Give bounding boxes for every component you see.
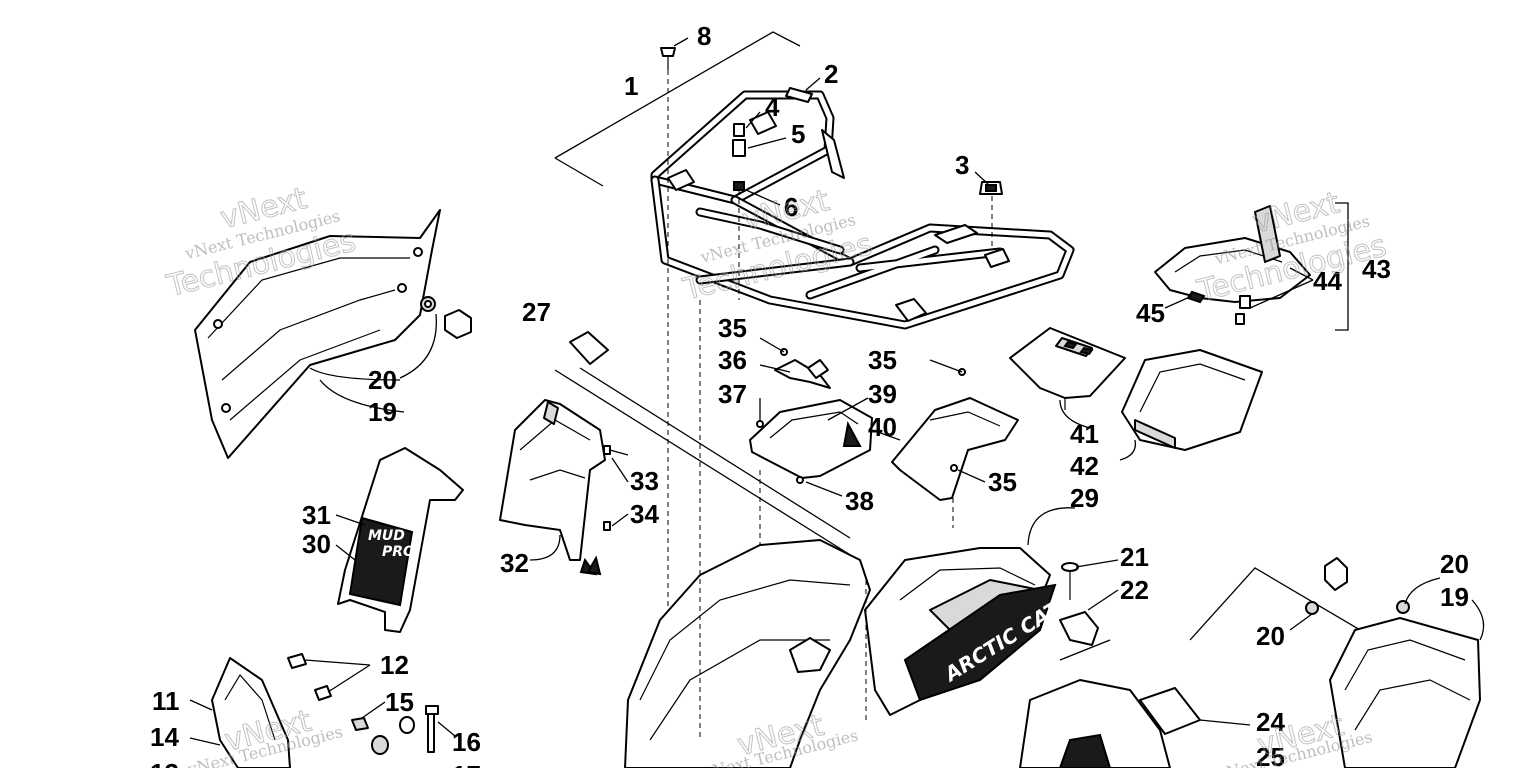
left-side-panel [194, 209, 472, 459]
callout-42: 42 [1070, 451, 1099, 481]
callout-27: 27 [522, 297, 551, 327]
storage-compartment [1009, 327, 1263, 451]
callout-6: 6 [784, 192, 798, 222]
callout-30: 30 [302, 529, 331, 559]
callout-14: 14 [150, 722, 179, 752]
callout-17: 17 [452, 760, 481, 768]
splash-guard: MUD PRO [337, 447, 464, 633]
inner-fender [499, 399, 629, 576]
callout-21: 21 [1120, 542, 1149, 572]
callout-36: 36 [718, 345, 747, 375]
callout-8: 8 [697, 21, 711, 51]
callout-35-c: 35 [988, 467, 1017, 497]
callout-22: 22 [1120, 575, 1149, 605]
callout-29: 29 [1070, 483, 1099, 513]
callout-44: 44 [1313, 266, 1342, 296]
callout-3: 3 [955, 150, 969, 180]
callout-34: 34 [630, 499, 659, 529]
callout-43: 43 [1362, 254, 1391, 284]
lid-assembly [1154, 202, 1349, 331]
callout-19-right: 19 [1440, 582, 1469, 612]
rack-fasteners [660, 47, 1003, 700]
callout-40: 40 [868, 412, 897, 442]
leader-lines [189, 37, 1485, 746]
mud-pro-decal-line2: PRO [382, 544, 415, 560]
callout-12: 12 [380, 650, 409, 680]
callout-33: 33 [630, 466, 659, 496]
callout-13: 13 [150, 758, 179, 768]
callout-20-left: 20 [368, 365, 397, 395]
front-rack [554, 31, 1075, 330]
callout-16: 16 [452, 727, 481, 757]
callout-31: 31 [302, 500, 331, 530]
callout-41: 41 [1070, 419, 1099, 449]
callout-38: 38 [845, 486, 874, 516]
callout-5: 5 [791, 119, 805, 149]
hardware-21-22 [1059, 562, 1111, 661]
callout-11: 11 [152, 686, 180, 716]
callout-20-mid: 20 [1256, 621, 1285, 651]
callout-20-right: 20 [1440, 549, 1469, 579]
decal-27 [569, 331, 609, 365]
callout-24: 24 [1256, 707, 1285, 737]
callout-2: 2 [824, 59, 838, 89]
callout-4: 4 [765, 92, 780, 122]
center-access-panel [749, 348, 1019, 720]
watermark-top-center: vNext vNext Technologies Technologies [679, 182, 876, 308]
callout-35-b: 35 [868, 345, 897, 375]
callout-1: 1 [624, 71, 638, 101]
callout-37: 37 [718, 379, 747, 409]
headlight-assembly [211, 653, 439, 768]
callout-39: 39 [868, 379, 897, 409]
callout-19-left: 19 [368, 397, 397, 427]
callout-45: 45 [1136, 298, 1165, 328]
callout-25: 25 [1256, 742, 1285, 768]
mud-pro-decal-line1: MUD [368, 528, 405, 544]
callout-35-a: 35 [718, 313, 747, 343]
callout-15: 15 [385, 687, 414, 717]
right-side-panel [1189, 557, 1481, 768]
callout-labels: 1 2 3 4 5 6 8 11 12 13 14 15 16 17 19 19… [150, 21, 1469, 768]
callout-32: 32 [500, 548, 529, 578]
